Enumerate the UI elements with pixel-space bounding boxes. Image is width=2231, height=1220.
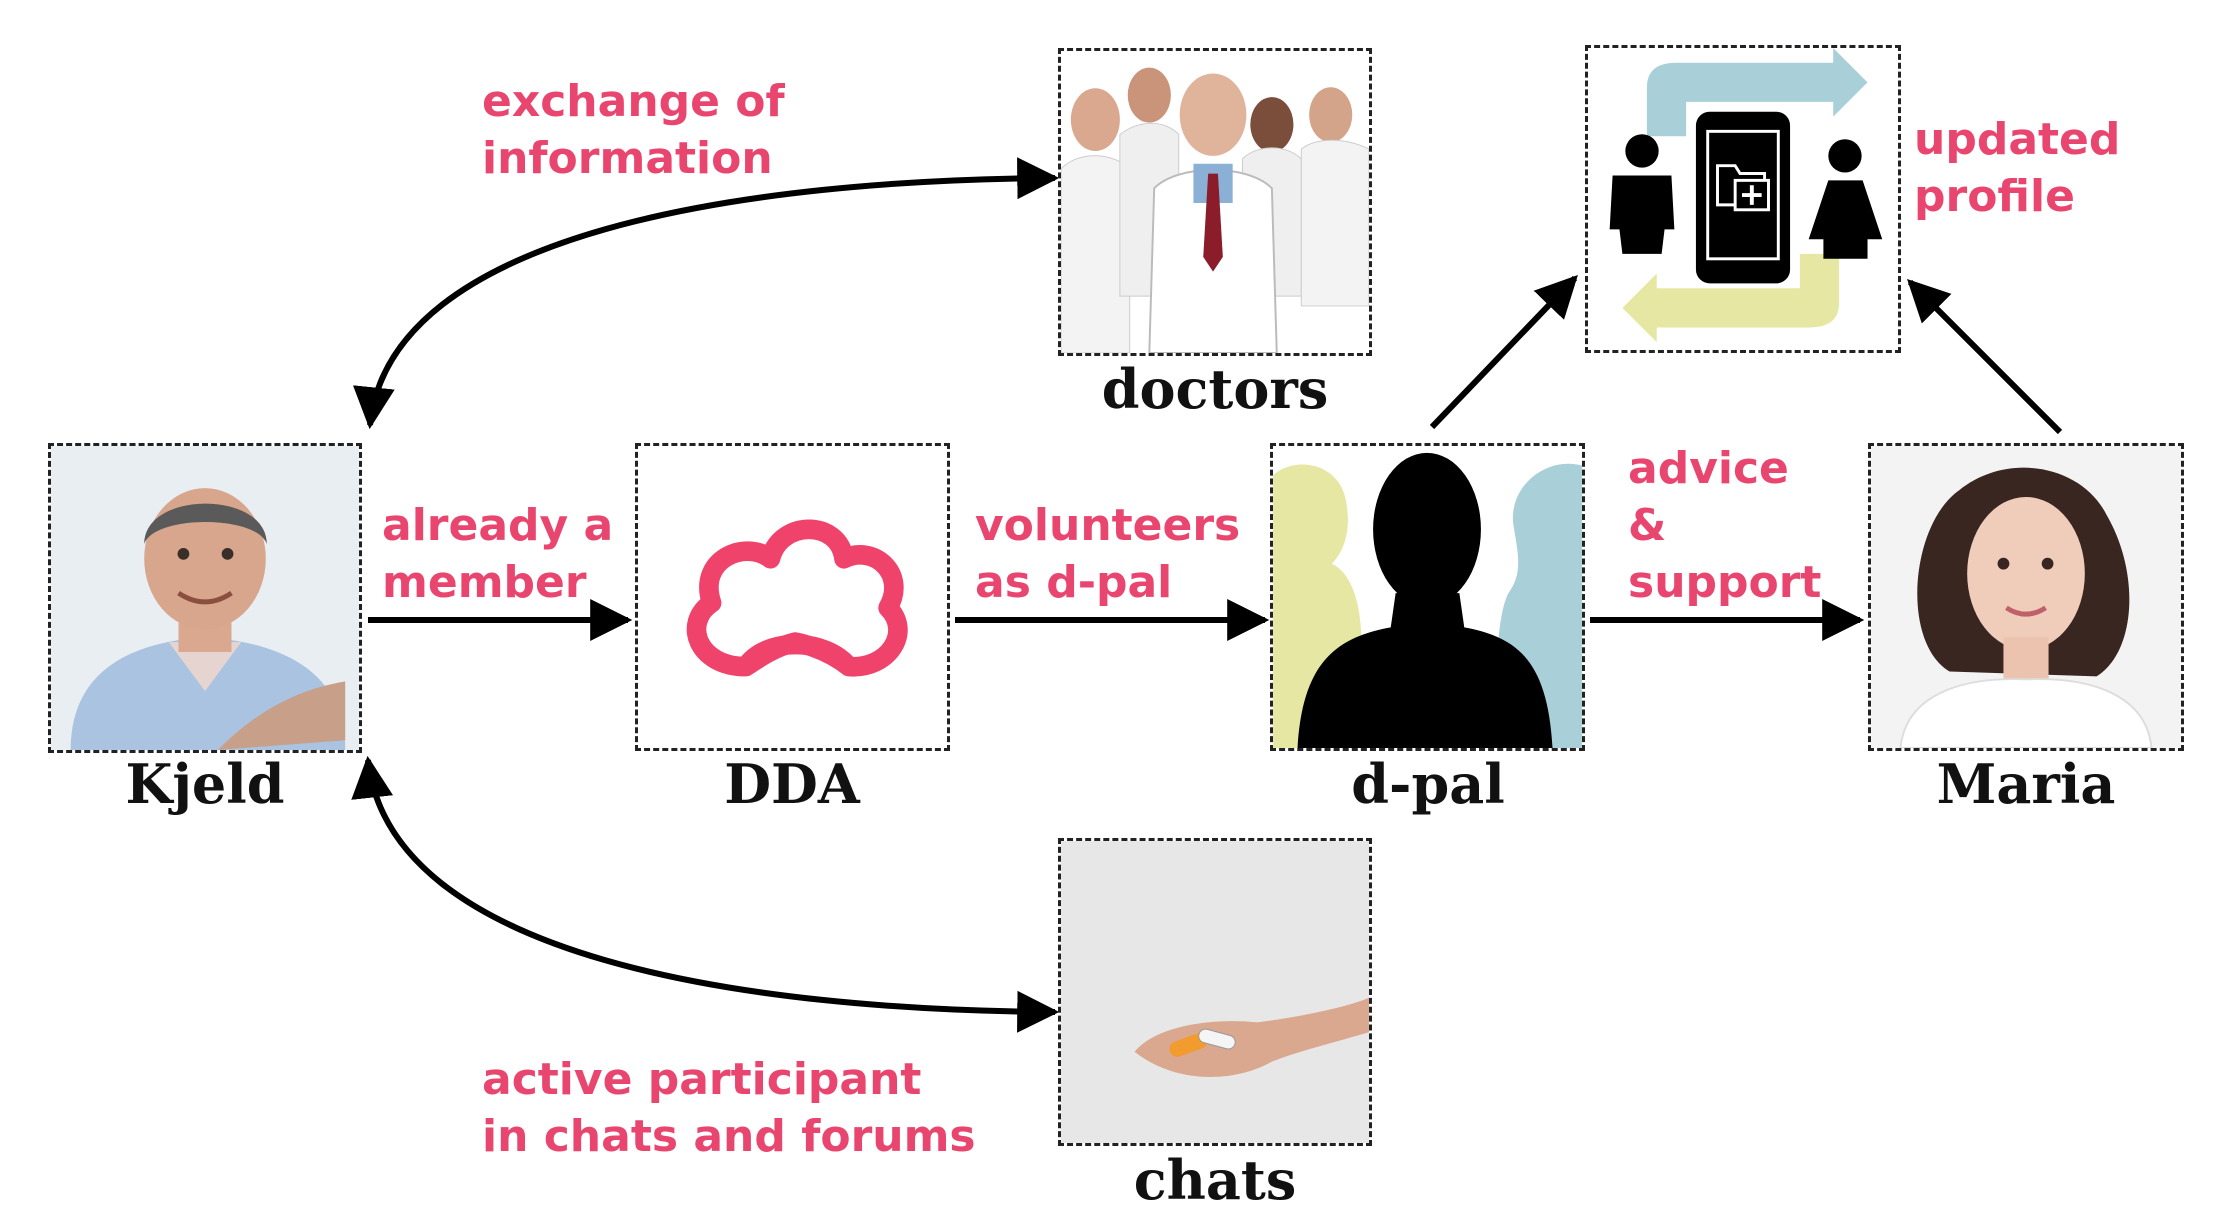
doctors-label: doctors bbox=[1101, 357, 1329, 421]
doctors-group-icon bbox=[1061, 51, 1369, 353]
dda-label: DDA bbox=[724, 752, 860, 816]
arrow-maria-to-profile bbox=[1907, 279, 2063, 435]
hand-pills-icon bbox=[1061, 841, 1369, 1143]
edge-label-exchange-line1: exchange of bbox=[482, 76, 785, 127]
dpal-label: d-pal bbox=[1351, 752, 1505, 816]
dda-logo-icon bbox=[686, 519, 908, 677]
chats-box bbox=[1058, 838, 1372, 1146]
person-photo-kjeld-icon bbox=[51, 446, 359, 750]
edge-label-member-line2: member bbox=[382, 557, 587, 608]
edge-label-volunteers-line1: volunteers bbox=[975, 500, 1241, 551]
edge-label-updated-line2: profile bbox=[1914, 171, 2075, 222]
person-photo-maria-icon bbox=[1871, 446, 2181, 748]
edge-label-active: active participant in chats and forums bbox=[482, 1051, 976, 1165]
kjeld-label: Kjeld bbox=[125, 752, 285, 816]
edge-label-advice-line1: advice bbox=[1628, 443, 1789, 494]
edge-label-exchange: exchange of information bbox=[482, 73, 785, 187]
edge-label-advice-line2: & bbox=[1628, 500, 1667, 551]
arrow-kjeld-doctors bbox=[353, 157, 1060, 430]
edge-label-active-line1: active participant bbox=[482, 1054, 922, 1105]
edge-label-updated: updated profile bbox=[1914, 111, 2120, 225]
arrow-kjeld-chats bbox=[351, 755, 1060, 1033]
edge-label-volunteers-line2: as d-pal bbox=[975, 557, 1173, 608]
profile-exchange-icon bbox=[1609, 48, 1883, 343]
dda-box bbox=[635, 443, 950, 751]
edge-label-active-line2: in chats and forums bbox=[482, 1111, 976, 1162]
edge-label-advice-line3: support bbox=[1628, 557, 1822, 608]
chats-label: chats bbox=[1133, 1148, 1297, 1212]
edge-label-volunteers: volunteers as d-pal bbox=[975, 497, 1240, 611]
profile-box bbox=[1585, 45, 1901, 353]
kjeld-box bbox=[48, 443, 362, 753]
doctors-box bbox=[1058, 48, 1372, 356]
arrow-dpal-to-profile bbox=[1429, 274, 1578, 430]
silhouettes-icon bbox=[1273, 452, 1582, 748]
edge-label-member-line1: already a bbox=[382, 500, 614, 551]
dpal-box bbox=[1270, 443, 1585, 751]
edge-label-member: already a member bbox=[382, 497, 613, 611]
maria-box bbox=[1868, 443, 2184, 751]
edge-label-updated-line1: updated bbox=[1914, 114, 2121, 165]
edge-label-exchange-line2: information bbox=[482, 133, 773, 184]
maria-label: Maria bbox=[1936, 752, 2116, 816]
edge-label-advice: advice & support bbox=[1628, 440, 1821, 611]
